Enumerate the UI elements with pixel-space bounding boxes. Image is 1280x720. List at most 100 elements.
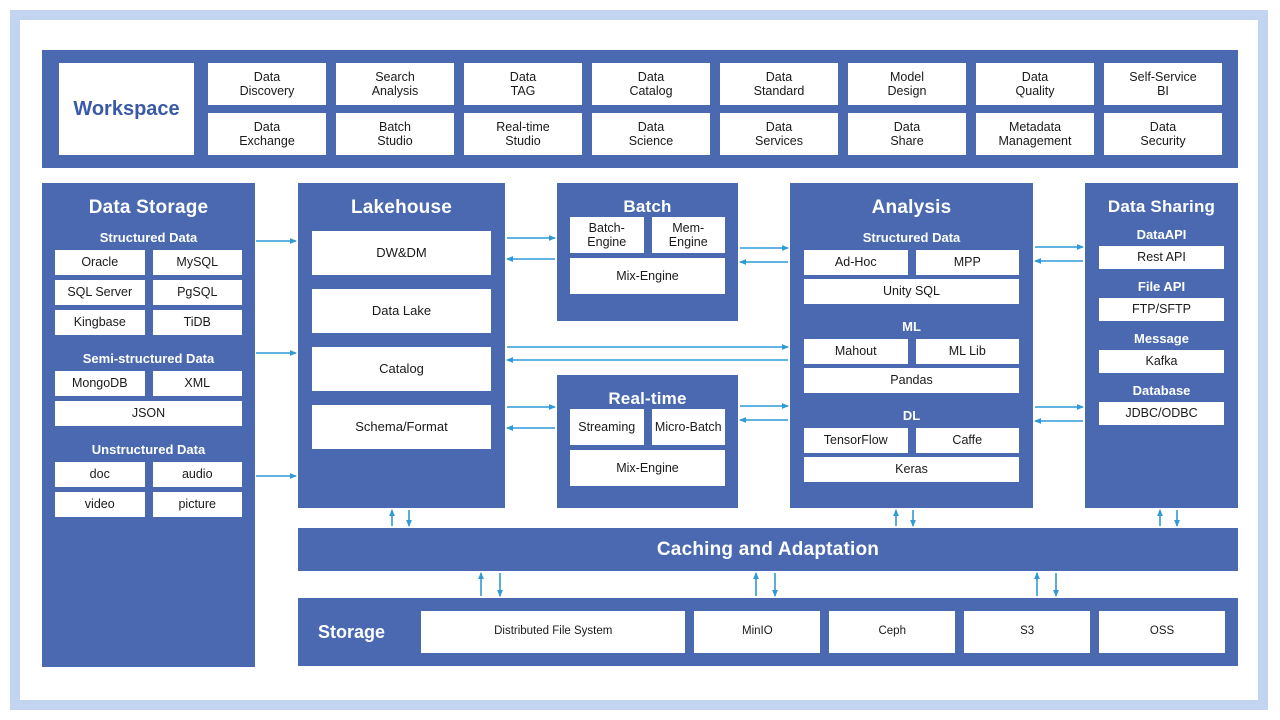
analysis-row: Mahout ML Lib	[804, 339, 1019, 368]
storage-item-kingbase[interactable]: Kingbase	[55, 310, 145, 335]
data-storage-row: JSON	[55, 401, 242, 431]
data-sharing-group-message: Message	[1134, 331, 1189, 346]
lakehouse-item-catalog[interactable]: Catalog	[312, 347, 491, 391]
batch-item-mix-engine[interactable]: Mix-Engine	[570, 258, 725, 294]
analysis-group-dl: DL	[902, 408, 921, 423]
data-storage-row: MongoDB XML	[55, 371, 242, 401]
realtime-item-streaming[interactable]: Streaming	[570, 409, 644, 445]
data-sharing-group-dataapi: DataAPI	[1136, 227, 1187, 242]
storage-layer-item-ceph[interactable]: Ceph	[829, 611, 956, 653]
data-sharing-item-ftp-sftp[interactable]: FTP/SFTP	[1099, 298, 1224, 321]
data-sharing-group-file-api: File API	[1137, 279, 1186, 294]
analysis-item-mahout[interactable]: Mahout	[804, 339, 908, 364]
batch-title: Batch	[623, 197, 672, 216]
analysis-item-unity-sql[interactable]: Unity SQL	[804, 279, 1019, 304]
batch-item-batch-engine[interactable]: Batch-Engine	[570, 217, 644, 253]
storage-layer-item-oss[interactable]: OSS	[1099, 611, 1225, 653]
analysis-item-pandas[interactable]: Pandas	[804, 368, 1019, 393]
analysis-row: Pandas	[804, 368, 1019, 397]
storage-item-video[interactable]: video	[55, 492, 145, 517]
analysis-row: TensorFlow Caffe	[804, 428, 1019, 457]
storage-item-picture[interactable]: picture	[152, 492, 242, 517]
analysis-item-tensorflow[interactable]: TensorFlow	[804, 428, 908, 453]
analysis-row: Keras	[804, 457, 1019, 486]
data-sharing-row: FTP/SFTP	[1099, 298, 1224, 321]
storage-layer-item-distributed-file-system[interactable]: Distributed File System	[421, 611, 686, 653]
analysis-item-ml-lib[interactable]: ML Lib	[915, 339, 1019, 364]
storage-item-json[interactable]: JSON	[55, 401, 242, 426]
data-sharing-item-rest-api[interactable]: Rest API	[1099, 246, 1224, 269]
analysis-item-mpp[interactable]: MPP	[915, 250, 1019, 275]
workspace-label: Workspace	[59, 63, 194, 155]
realtime-item-mix-engine[interactable]: Mix-Engine	[570, 450, 725, 486]
storage-layer-item-minio[interactable]: MinIO	[694, 611, 821, 653]
storage-item-tidb[interactable]: TiDB	[152, 310, 242, 335]
analysis-row: Unity SQL	[804, 279, 1019, 308]
storage-item-mysql[interactable]: MySQL	[152, 250, 242, 275]
data-sharing-item-kafka[interactable]: Kafka	[1099, 350, 1224, 373]
analysis-item-keras[interactable]: Keras	[804, 457, 1019, 482]
lakehouse-item-schema-format[interactable]: Schema/Format	[312, 405, 491, 449]
storage-item-oracle[interactable]: Oracle	[55, 250, 145, 275]
analysis-title: Analysis	[871, 197, 952, 218]
caching-title: Caching and Adaptation	[656, 539, 880, 560]
realtime-item-micro-batch[interactable]: Micro-Batch	[651, 409, 725, 445]
analysis-item-caffe[interactable]: Caffe	[915, 428, 1019, 453]
lakehouse-item-data-lake[interactable]: Data Lake	[312, 289, 491, 333]
data-sharing-row: Kafka	[1099, 350, 1224, 373]
realtime-row: Mix-Engine	[570, 450, 725, 491]
storage-item-mongodb[interactable]: MongoDB	[55, 371, 145, 396]
storage-item-xml[interactable]: XML	[152, 371, 242, 396]
data-storage-row: Oracle MySQL	[55, 250, 242, 280]
storage-item-audio[interactable]: audio	[152, 462, 242, 487]
storage-layer-item-s3[interactable]: S3	[964, 611, 1091, 653]
lakehouse-item-dw-dm[interactable]: DW&DM	[312, 231, 491, 275]
data-sharing-title: Data Sharing	[1107, 197, 1216, 216]
data-storage-group-structured-data: Structured Data	[99, 230, 198, 245]
data-storage-row: doc audio	[55, 462, 242, 492]
storage-item-pgsql[interactable]: PgSQL	[152, 280, 242, 305]
batch-item-mem-engine[interactable]: Mem-Engine	[651, 217, 725, 253]
storage-item-doc[interactable]: doc	[55, 462, 145, 487]
data-storage-row: Kingbase TiDB	[55, 310, 242, 340]
analysis-item-ad-hoc[interactable]: Ad-Hoc	[804, 250, 908, 275]
data-sharing-row: JDBC/ODBC	[1099, 402, 1224, 425]
data-sharing-item-jdbc-odbc[interactable]: JDBC/ODBC	[1099, 402, 1224, 425]
data-storage-row: SQL Server PgSQL	[55, 280, 242, 310]
lakehouse-title: Lakehouse	[350, 197, 453, 218]
storage-item-sql-server[interactable]: SQL Server	[55, 280, 145, 305]
analysis-group-structured-data: Structured Data	[862, 230, 961, 245]
data-storage-row: video picture	[55, 492, 242, 522]
